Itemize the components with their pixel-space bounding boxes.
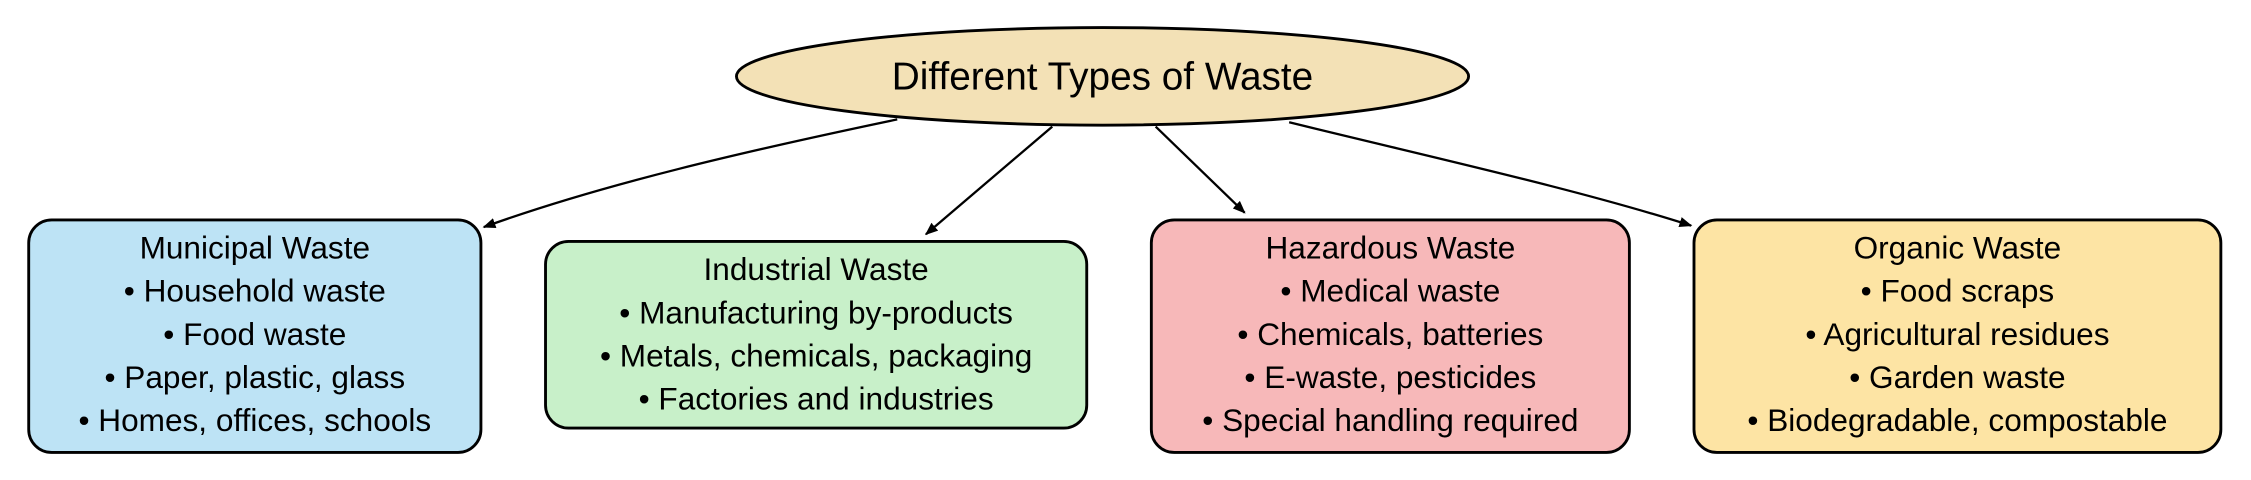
- root-label: Different Types of Waste: [892, 55, 1313, 98]
- node-hazardous-waste: Hazardous Waste • Medical waste • Chemical…: [1149, 218, 1631, 454]
- node-item: • E-waste, pesticides: [1244, 359, 1536, 395]
- node-item: • Garden waste: [1849, 359, 2065, 395]
- node-box: [27, 218, 483, 454]
- node-municipal-waste: Municipal Waste • Household waste • Food w…: [27, 218, 483, 454]
- node-item: • Food waste: [163, 316, 346, 352]
- node-box: [1692, 218, 2223, 454]
- node-title: Organic Waste: [1854, 230, 2062, 266]
- node-item: • Homes, offices, schools: [78, 402, 431, 438]
- node-item: • Chemicals, batteries: [1237, 316, 1543, 352]
- node-item: • Medical waste: [1280, 273, 1500, 309]
- node-item: • Paper, plastic, glass: [104, 359, 405, 395]
- node-title: Hazardous Waste: [1265, 230, 1515, 266]
- node-box: [544, 240, 1089, 430]
- root-node: Different Types of Waste: [735, 26, 1471, 127]
- edge-to-industrial: [924, 125, 1054, 236]
- node-item: • Food scraps: [1861, 273, 2055, 309]
- edge-to-hazardous: [1154, 125, 1246, 214]
- edge-to-municipal: [482, 118, 898, 229]
- node-box: [1149, 218, 1631, 454]
- node-item: • Metals, chemicals, packaging: [600, 337, 1032, 373]
- node-title: Industrial Waste: [704, 251, 929, 287]
- node-item: • Agricultural residues: [1805, 316, 2109, 352]
- node-item: • Biodegradable, compostable: [1747, 402, 2167, 438]
- node-item: • Factories and industries: [639, 380, 994, 416]
- node-industrial-waste: Industrial Waste • Manufacturing by-produ…: [544, 240, 1089, 430]
- node-item: • Household waste: [124, 273, 386, 309]
- edge-to-organic: [1288, 121, 1693, 228]
- node-organic-waste: Organic Waste • Food scraps • Agricultural…: [1692, 218, 2223, 454]
- node-item: • Manufacturing by-products: [619, 294, 1013, 330]
- node-item: • Special handling required: [1202, 402, 1578, 438]
- node-title: Municipal Waste: [140, 230, 370, 266]
